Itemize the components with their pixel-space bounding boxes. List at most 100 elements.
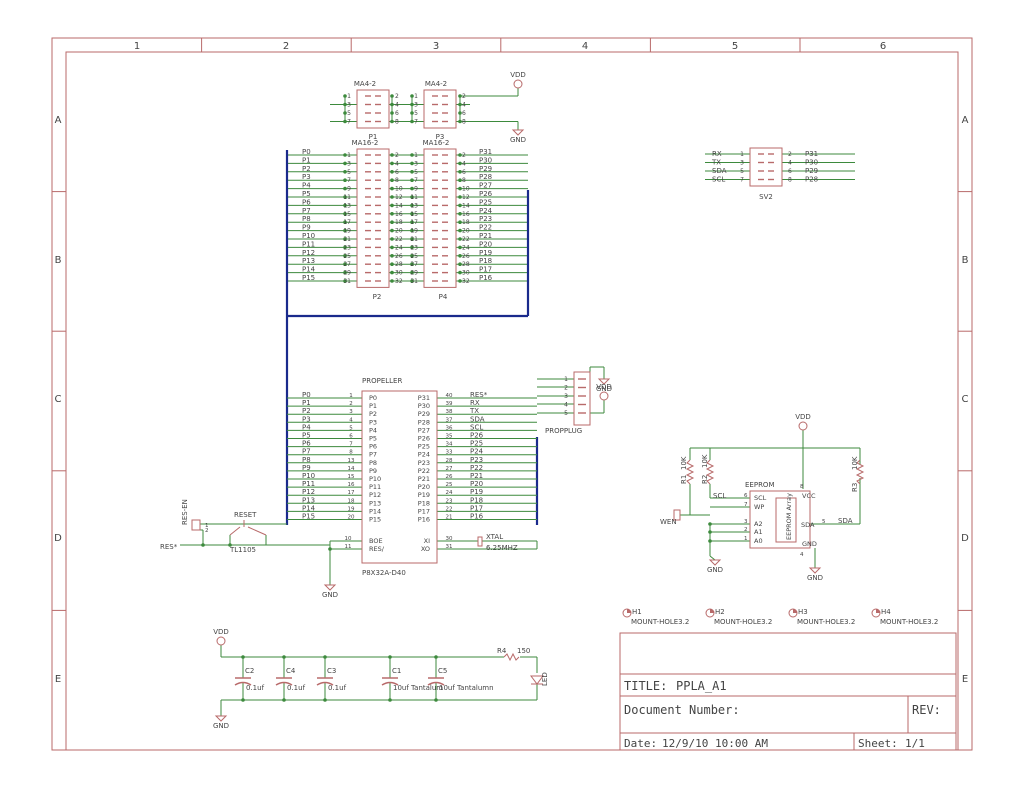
mount-hole-fill xyxy=(793,609,797,613)
vdd-label: VDD xyxy=(596,383,612,391)
pin-number: 18 xyxy=(348,498,355,504)
pin-number: 22 xyxy=(446,506,453,512)
junction-dot xyxy=(458,245,462,250)
junction-dot xyxy=(458,228,462,233)
gnd-symbol xyxy=(708,559,722,566)
junction-dot xyxy=(323,655,327,659)
propeller-net-right: SCL xyxy=(470,423,483,431)
junction-dot xyxy=(410,270,414,275)
junction-dot xyxy=(390,186,394,191)
gnd-label: GND xyxy=(807,574,823,582)
pin-number: 2 xyxy=(462,93,466,100)
pin-number: 5 xyxy=(347,169,351,176)
jumper-label: RES-EN xyxy=(181,499,189,525)
pin-number: 27 xyxy=(446,466,453,472)
pin-number: 9 xyxy=(347,186,351,193)
propeller-net-left: P10 xyxy=(302,472,315,480)
junction-dot xyxy=(390,262,394,267)
pin-number: 39 xyxy=(446,401,453,407)
junction-dot xyxy=(241,698,245,702)
pin-number: 4 xyxy=(395,102,399,109)
net-label-p4: P26 xyxy=(479,190,493,198)
pin-number: 8 xyxy=(462,177,466,184)
propeller-pin-name: P21 xyxy=(418,475,430,483)
junction-dot xyxy=(390,237,394,241)
net-label-sv2: P30 xyxy=(805,159,818,167)
capacitor-name: C3 xyxy=(327,667,336,675)
pin-number: 8 xyxy=(462,119,466,126)
pin-number: 3 xyxy=(347,102,351,109)
header-type-label: MA4-2 xyxy=(354,80,376,88)
pin-number: 14 xyxy=(395,202,403,209)
gnd-label: GND xyxy=(322,591,338,599)
pin-number: 32 xyxy=(462,278,470,285)
junction-dot xyxy=(410,245,414,250)
capacitor-name: C1 xyxy=(392,667,401,675)
propeller-net-right: P20 xyxy=(470,480,483,488)
pin-number: 28 xyxy=(446,458,453,464)
resistor-name: R2 xyxy=(701,475,709,484)
mount-hole-type: MOUNT-HOLE3.2 xyxy=(631,618,689,626)
capacitor-value: 10uf Tantalum xyxy=(393,684,443,692)
pin-number: 17 xyxy=(343,219,351,226)
pin-number: 4 xyxy=(395,160,399,167)
propeller-net-right: TX xyxy=(469,407,479,415)
header-type-label: MA16-2 xyxy=(352,139,379,147)
parts xyxy=(191,79,881,722)
pin-number: 27 xyxy=(343,261,351,268)
pin-number: 7 xyxy=(414,177,418,184)
propeller-net-right: P23 xyxy=(470,456,483,464)
junction-dot xyxy=(343,262,347,267)
pin-number: 7 xyxy=(349,442,353,448)
gnd-label: GND xyxy=(510,136,526,144)
net-label-p2: P5 xyxy=(302,190,311,198)
net-label-p2: P9 xyxy=(302,224,311,232)
gnd-label: GND xyxy=(596,385,612,393)
propeller-pin-name: P18 xyxy=(418,499,430,507)
propeller-net-right: SDA xyxy=(470,415,485,423)
junction-dot xyxy=(410,161,414,166)
junction-dot xyxy=(390,195,394,199)
pin-number: 31 xyxy=(446,544,453,550)
junction-dot xyxy=(390,228,394,233)
junction-dot xyxy=(458,178,462,182)
pin-number: 8 xyxy=(800,484,804,490)
pin-number: 6 xyxy=(395,169,399,176)
pin-number: 18 xyxy=(395,219,403,226)
net-label-p2: P12 xyxy=(302,249,315,257)
header-p1 xyxy=(356,89,390,129)
junction-dot xyxy=(410,237,414,241)
propeller-pin-name: P17 xyxy=(418,507,430,515)
mount-hole-fill xyxy=(876,609,880,613)
propeller-net-left: P7 xyxy=(302,448,311,456)
net-label-sv2: P29 xyxy=(805,167,818,175)
led-symbol xyxy=(530,675,544,685)
pin-number: 6 xyxy=(744,493,748,499)
junction-dot xyxy=(343,254,347,258)
pin-number: 20 xyxy=(462,228,470,235)
propeller-net-left: P8 xyxy=(302,456,311,464)
pin-number: 1 xyxy=(349,393,353,399)
junction-dot xyxy=(328,547,332,551)
propeller-pin-name: P10 xyxy=(369,475,381,483)
capacitor-name: C5 xyxy=(438,667,447,675)
net-label-sv2: SDA xyxy=(712,167,727,175)
net-label-p4: P20 xyxy=(479,240,492,248)
junction-dot xyxy=(343,237,347,241)
junction-dot xyxy=(390,153,394,157)
pin-number: 28 xyxy=(395,261,403,268)
frame-row-label: A xyxy=(962,115,969,126)
propeller-pin-name: P25 xyxy=(418,443,430,451)
net-label-p2: P13 xyxy=(302,257,315,265)
junction-dot xyxy=(390,270,394,275)
pin-number: 4 xyxy=(349,417,353,423)
resistor-symbol xyxy=(685,459,695,485)
pin-number: 19 xyxy=(343,228,351,235)
capacitor-plate xyxy=(234,681,252,686)
pin-number: 2 xyxy=(462,152,466,159)
junction-dot xyxy=(390,203,394,208)
mount-hole-name: H2 xyxy=(715,608,725,616)
header-name-label: P4 xyxy=(439,293,448,301)
